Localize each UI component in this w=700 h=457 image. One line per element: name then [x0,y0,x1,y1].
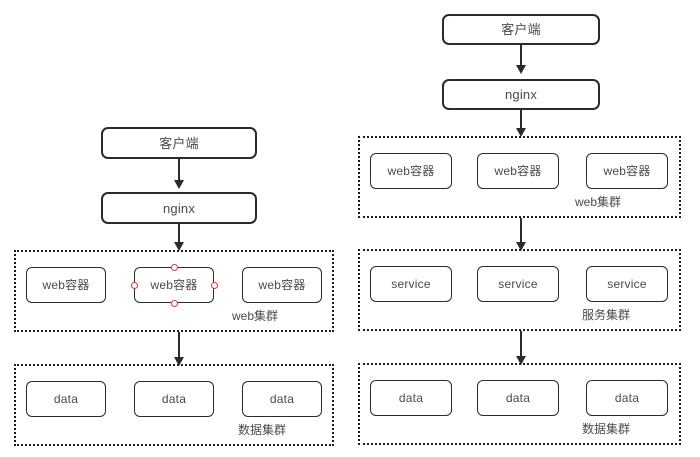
left-web-container-2-handle-left[interactable] [130,281,138,289]
left-web-container-3[interactable]: web容器 [242,267,322,303]
right-nginx-node[interactable]: nginx [442,79,600,110]
left-cluster-web-label: web集群 [232,309,279,323]
left-arrow-nginx-web-line [178,224,180,244]
right-web-container-3[interactable]: web容器 [586,153,668,189]
right-arrow-client-nginx-line [520,45,522,67]
right-cluster-web[interactable] [358,136,681,218]
left-web-container-2-handle-right[interactable] [210,281,218,289]
left-arrow-client-nginx-head [173,180,184,189]
left-arrow-client-nginx-line [178,159,180,182]
right-client-node[interactable]: 客户端 [442,14,600,45]
left-web-container-1[interactable]: web容器 [26,267,106,303]
left-data-node-3[interactable]: data [242,381,322,417]
right-cluster-web-label: web集群 [575,195,622,209]
left-client-node[interactable]: 客户端 [101,127,257,159]
right-arrow-nginx-web-line [520,110,522,130]
right-arrow-service-data-head [515,356,526,365]
right-service-node-3[interactable]: service [586,266,668,302]
left-web-container-2-selected[interactable]: web容器 [134,267,214,303]
right-cluster-service-label: 服务集群 [582,308,631,322]
left-cluster-data-label: 数据集群 [238,423,287,437]
right-data-node-2[interactable]: data [477,380,559,416]
right-data-node-3[interactable]: data [586,380,668,416]
left-arrow-web-data-line [178,332,180,360]
right-arrow-service-data-line [520,331,522,359]
right-arrow-nginx-web-head [515,128,526,137]
right-web-container-2[interactable]: web容器 [477,153,559,189]
left-cluster-web[interactable] [14,250,334,332]
right-arrow-web-service-head [515,242,526,251]
right-cluster-data[interactable] [358,363,681,445]
right-cluster-data-label: 数据集群 [582,422,631,436]
right-service-node-1[interactable]: service [370,266,452,302]
left-arrow-web-data-head [173,357,184,366]
right-web-container-1[interactable]: web容器 [370,153,452,189]
right-arrow-web-service-line [520,218,522,245]
left-data-node-1[interactable]: data [26,381,106,417]
left-web-container-2-handle-top[interactable] [170,263,178,271]
left-arrow-nginx-web-head [173,242,184,251]
left-cluster-data[interactable] [14,364,334,446]
right-service-node-2[interactable]: service [477,266,559,302]
right-data-node-1[interactable]: data [370,380,452,416]
left-data-node-2[interactable]: data [134,381,214,417]
right-cluster-service[interactable] [358,249,681,331]
right-arrow-client-nginx-head [515,65,526,74]
left-web-container-2-handle-bottom[interactable] [170,299,178,307]
left-nginx-node[interactable]: nginx [101,192,257,224]
